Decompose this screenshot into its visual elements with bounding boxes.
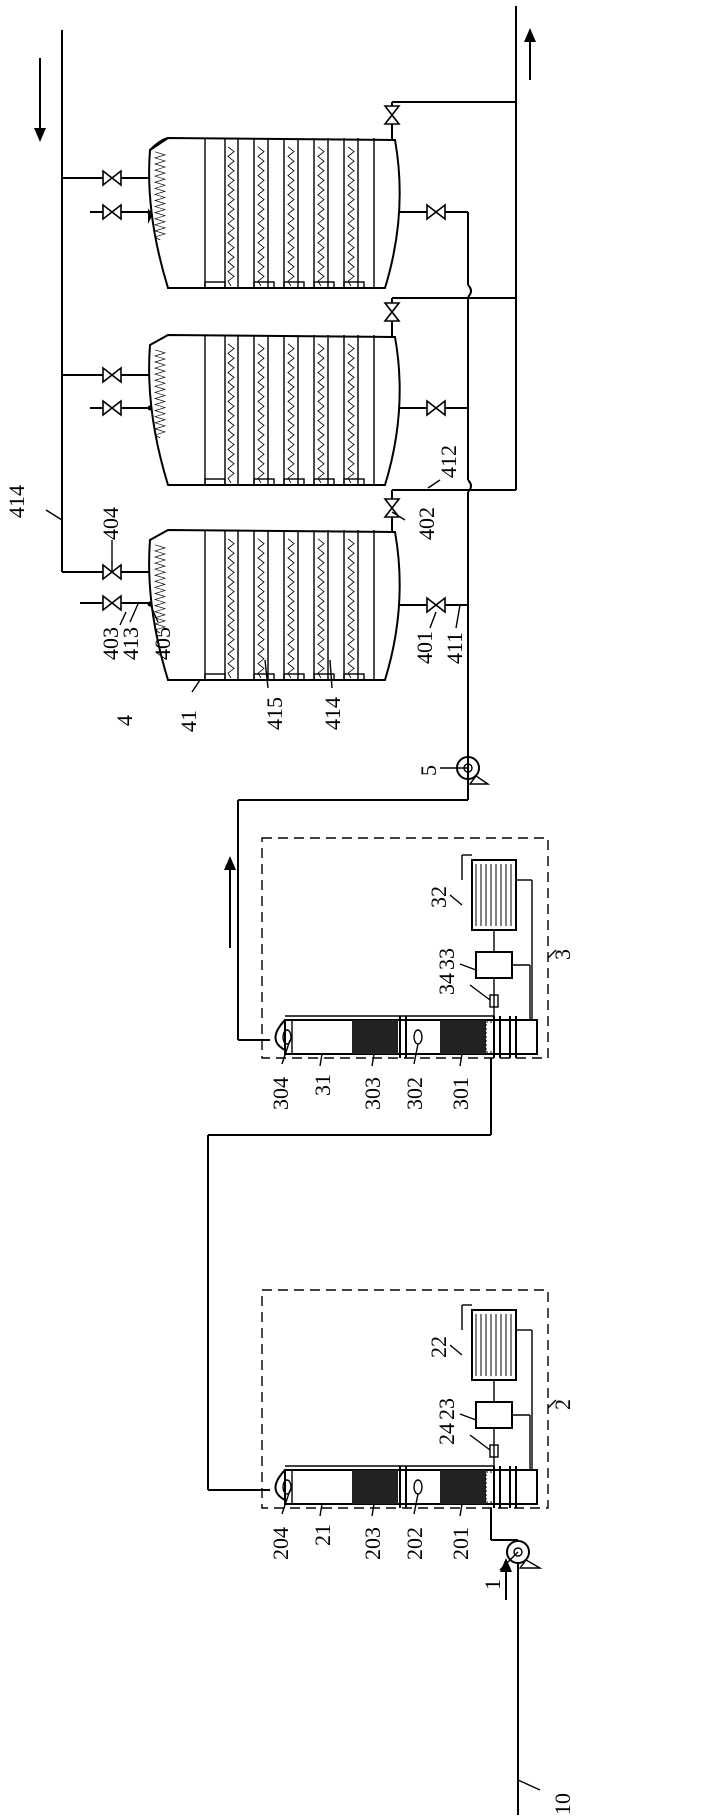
label-201: 201: [448, 1527, 473, 1560]
label-4: 4: [112, 715, 137, 726]
label-415: 415: [262, 697, 287, 730]
leader-lines: [45, 479, 557, 1791]
label-34: 34: [434, 973, 459, 995]
pump-1: [506, 1540, 543, 1569]
label-203: 203: [360, 1527, 385, 1560]
label-23: 23: [434, 1398, 459, 1420]
label-31: 31: [310, 1074, 335, 1096]
column-31: [274, 1016, 538, 1058]
label-414-header: 414: [4, 485, 29, 518]
label-33: 33: [434, 948, 459, 970]
pump-5: [456, 756, 491, 785]
label-403: 403: [98, 627, 123, 660]
label-413: 413: [118, 627, 143, 660]
label-414-tube: 414: [320, 697, 345, 730]
label-411: 411: [442, 632, 467, 664]
label-41: 41: [176, 710, 201, 732]
label-301: 301: [448, 1077, 473, 1110]
label-22: 22: [426, 1336, 451, 1358]
label-204: 204: [268, 1527, 293, 1560]
tank-middle: [148, 333, 401, 486]
label-10: 10: [550, 1793, 575, 1815]
unit-3-piping: [285, 854, 533, 1020]
label-401: 401: [412, 631, 437, 664]
tank-bottom: [148, 528, 401, 681]
label-405: 405: [150, 627, 175, 660]
label-24: 24: [434, 1423, 459, 1445]
label-1: 1: [480, 1579, 505, 1590]
unit-2-piping: [285, 1304, 533, 1470]
label-402: 402: [414, 507, 439, 540]
tank-top: [148, 136, 401, 289]
label-202: 202: [402, 1527, 427, 1560]
label-5: 5: [416, 765, 441, 776]
label-412: 412: [436, 445, 461, 478]
label-2: 2: [550, 1399, 575, 1410]
column-21: [274, 1466, 538, 1508]
label-302: 302: [402, 1077, 427, 1110]
label-32: 32: [426, 886, 451, 908]
label-304: 304: [268, 1077, 293, 1110]
label-404: 404: [98, 507, 123, 540]
label-3: 3: [550, 949, 575, 960]
label-21: 21: [310, 1524, 335, 1546]
arrow-head-down: [34, 128, 46, 142]
label-303: 303: [360, 1077, 385, 1110]
arrow-head-up: [524, 28, 536, 42]
